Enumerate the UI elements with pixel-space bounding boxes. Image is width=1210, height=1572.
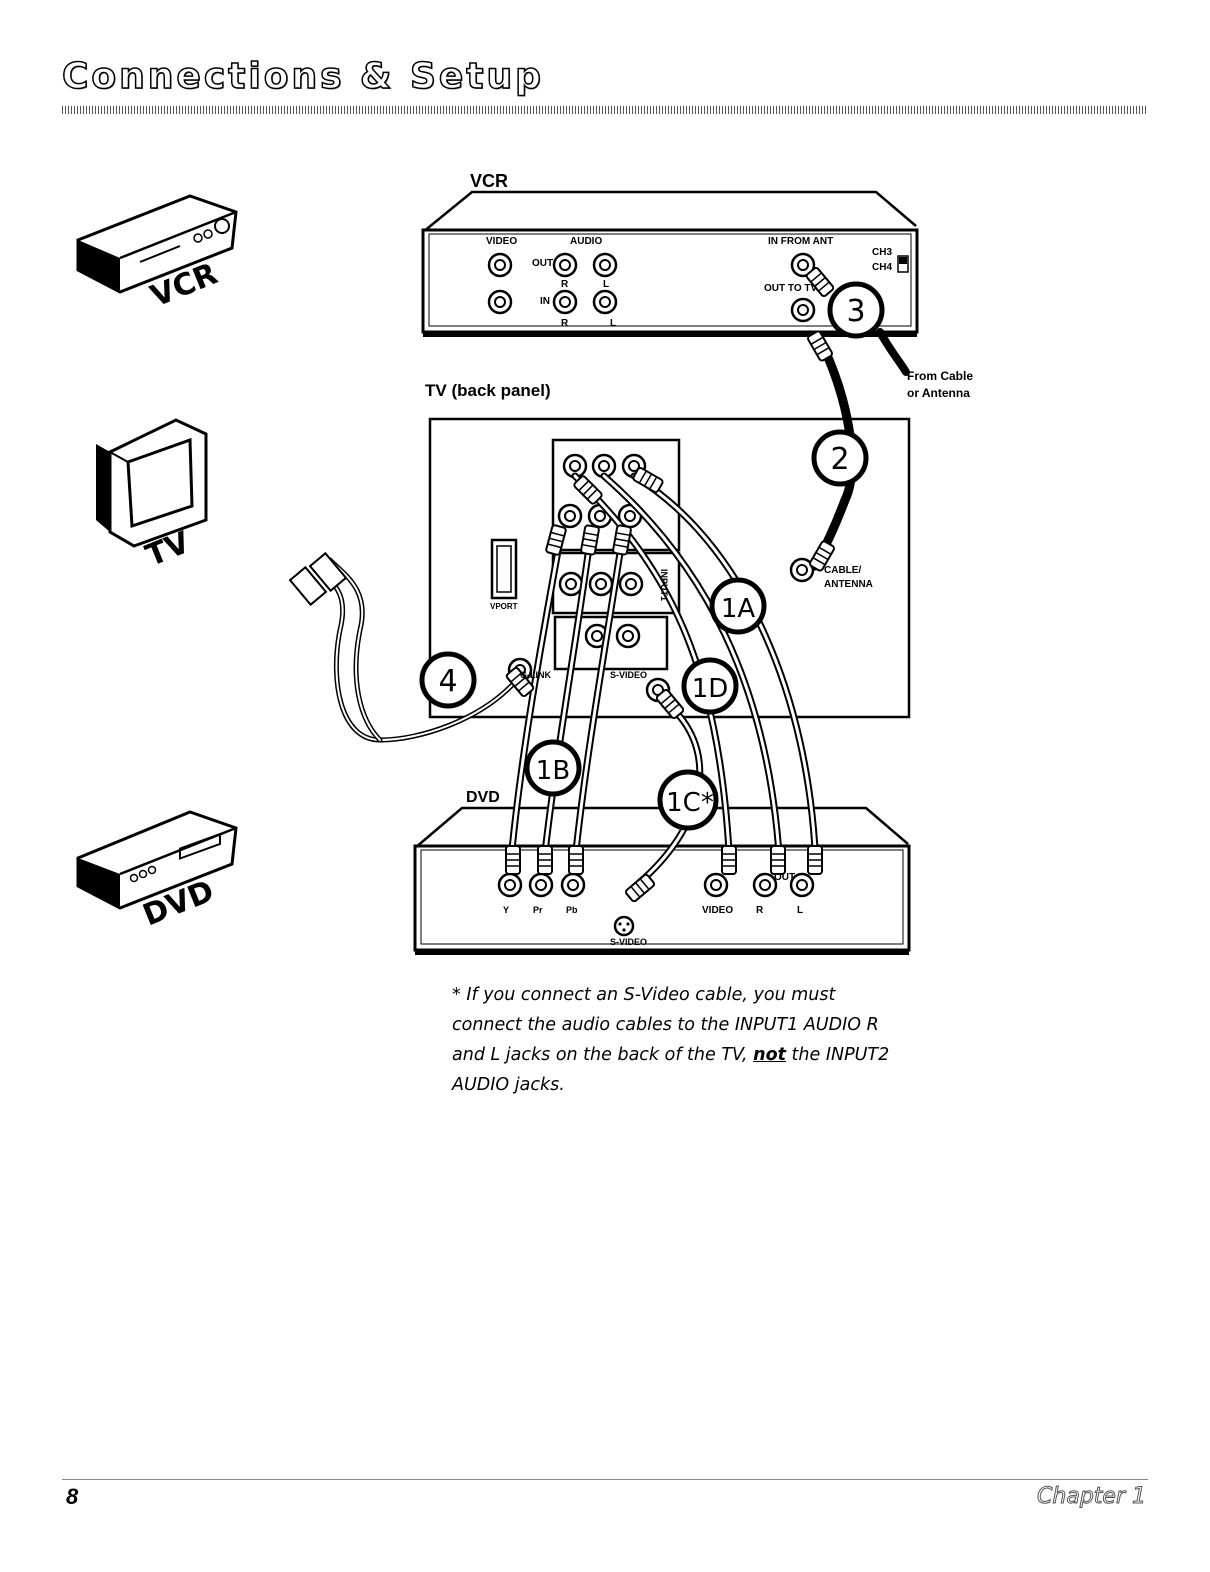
dvd-l-label: L [797,905,804,916]
dvd-video-label: VIDEO [702,905,734,916]
tv-glink-label: G-LINK [520,670,551,680]
tv-title: TV (back panel) [425,381,551,400]
svg-text:3: 3 [846,294,865,329]
svg-text:4: 4 [438,664,457,699]
tv-icon [96,418,208,548]
header-rule [62,106,1147,114]
dvd-out-label: OUT [774,872,796,883]
callout-1a: 1A [709,577,767,635]
callout-2: 2 [811,429,869,487]
chapter-label: Chapter 1 [1037,1484,1147,1510]
vcr-audio-label: AUDIO [570,236,603,247]
callout-4: 4 [419,651,477,709]
callout-1b: 1B [524,739,582,797]
dvd-svideo-label: S-VIDEO [610,937,648,947]
vcr-in-from-ant: IN FROM ANT [768,236,834,247]
dvd-r-label: R [756,905,764,916]
svg-text:2: 2 [830,442,849,477]
tv-cable-antenna-1: CABLE/ [824,565,862,576]
svideo-note: * If you connect an S-Video cable, you m… [452,980,902,1100]
from-cable-label-1: From Cable [907,369,974,383]
dvd-title: DVD [466,789,500,806]
svg-text:1A: 1A [721,594,756,624]
tv-svideo-label: S-VIDEO [610,670,648,680]
svg-text:1B: 1B [536,756,570,786]
svg-text:1C*: 1C* [666,788,714,818]
vcr-out-label: OUT [532,258,554,269]
plugs [288,265,837,904]
page-title: Connections & Setup [61,55,544,98]
dvd-icon [76,810,238,910]
callout-3: 3 [827,281,885,339]
dvd-pb-label: Pb [566,905,578,915]
from-cable-label-2: or Antenna [907,386,970,400]
dvd-pr-label: Pr [533,905,543,915]
vcr-in-label: IN [540,296,550,307]
dvd-back-panel [413,806,911,955]
callout-1d: 1D [681,657,739,715]
vcr-out-to-tv: OUT TO TV [764,283,818,294]
note-emphasis: not [753,1045,786,1065]
tv-vport-label: VPORT [490,602,518,611]
vcr-ch3: CH3 [872,247,893,258]
vcr-title: VCR [470,171,509,191]
svg-text:1D: 1D [692,674,729,704]
vcr-ch4: CH4 [872,262,893,273]
vcr-r-in: R [561,318,569,329]
vcr-icon [76,194,238,294]
vcr-r-out: R [561,279,569,290]
dvd-y-label: Y [503,905,510,915]
vcr-l-out: L [603,279,610,290]
vcr-l-in: L [610,318,617,329]
note-text-1: * If you connect an S-Video cable, you m… [452,985,879,1065]
callouts: 3 2 1A 1D 4 1B 1C* [419,281,885,831]
footer-rule [62,1479,1148,1480]
tv-input1-label: INPUT1 [659,568,670,602]
page-number: 8 [66,1484,79,1509]
note-text-2: the INPUT2 AUDIO jacks. [452,1045,890,1095]
callout-1c: 1C* [657,769,719,831]
tv-cable-antenna-2: ANTENNA [824,579,873,590]
vcr-video-label: VIDEO [486,236,518,247]
